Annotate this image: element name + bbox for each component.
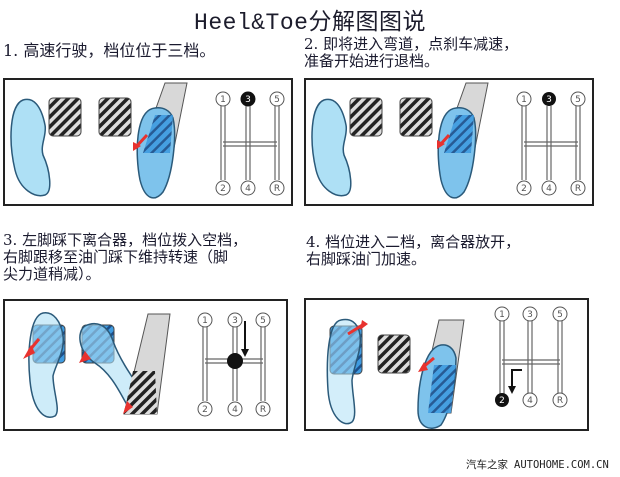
caption-line: 4. 档位进入二档，离合器放开， xyxy=(306,233,521,251)
svg-text:1: 1 xyxy=(521,95,527,105)
svg-text:R: R xyxy=(260,405,266,415)
svg-text:5: 5 xyxy=(575,95,581,105)
svg-text:5: 5 xyxy=(274,95,280,105)
caption-line: 2. 即将进入弯道，点刹车减速， xyxy=(304,35,519,53)
step-1-diagram: 1 3 5 2 4 R xyxy=(10,82,285,199)
svg-text:4: 4 xyxy=(245,184,251,194)
step-2-panel: 1 3 5 2 4 R xyxy=(304,78,594,206)
svg-text:4: 4 xyxy=(546,184,552,194)
down-arrow-icon xyxy=(508,386,516,394)
svg-text:2: 2 xyxy=(202,405,208,415)
svg-text:5: 5 xyxy=(260,316,266,326)
caption-line: 右脚踩油门加速。 xyxy=(306,250,427,268)
watermark: 汽车之家 AUTOHOME.COM.CN xyxy=(466,457,609,472)
step-3-diagram: 1 3 5 2 4 R xyxy=(23,312,271,418)
svg-text:4: 4 xyxy=(232,405,238,415)
svg-text:R: R xyxy=(575,184,581,194)
svg-text:1: 1 xyxy=(499,310,505,320)
neutral-knob xyxy=(227,353,243,369)
gear-diagram xyxy=(220,106,280,180)
svg-text:1: 1 xyxy=(220,95,226,105)
step-2-diagram: 1 3 5 2 4 R xyxy=(311,82,586,199)
svg-text:2: 2 xyxy=(220,184,226,194)
step-1-panel: 1 3 5 2 4 R xyxy=(3,78,293,206)
svg-text:3: 3 xyxy=(546,95,552,105)
svg-text:3: 3 xyxy=(527,310,533,320)
svg-text:2: 2 xyxy=(521,184,527,194)
svg-text:3: 3 xyxy=(245,95,251,105)
svg-text:2: 2 xyxy=(499,396,505,406)
watermark-cn: 汽车之家 xyxy=(466,459,508,471)
step-4-caption: 4. 档位进入二档，离合器放开， 右脚踩油门加速。 xyxy=(306,234,520,268)
caption-line: 准备开始进行退档。 xyxy=(304,52,440,70)
page-title: Heel&Toe分解图图说 xyxy=(194,10,426,36)
step-3-panel: 1 3 5 2 4 R xyxy=(3,299,288,431)
svg-text:R: R xyxy=(274,184,280,194)
svg-text:3: 3 xyxy=(232,316,238,326)
svg-text:1: 1 xyxy=(202,316,208,326)
caption-line: 右脚跟移至油门踩下维持转速（脚 xyxy=(3,248,229,266)
svg-text:R: R xyxy=(557,396,563,406)
step-2-caption: 2. 即将进入弯道，点刹车减速， 准备开始进行退档。 xyxy=(304,36,518,70)
caption-line: 尖力道稍减）。 xyxy=(3,265,101,283)
left-foot xyxy=(10,98,51,197)
step-3-caption: 3. 左脚踩下离合器，档位拨入空档， 右脚跟移至油门踩下维持转速（脚 尖力道稍减… xyxy=(3,232,247,283)
watermark-en: AUTOHOME.COM.CN xyxy=(514,459,609,471)
svg-text:4: 4 xyxy=(527,396,533,406)
brake-pedal xyxy=(98,97,132,137)
svg-text:5: 5 xyxy=(557,310,563,320)
caption-line: 3. 左脚踩下离合器，档位拨入空档， xyxy=(3,231,248,249)
down-arrow-icon xyxy=(241,349,249,357)
step-4-panel: 1 3 5 2 4 R xyxy=(304,298,589,431)
caption-line: 1. 高速行驶，档位位于三档。 xyxy=(3,41,216,60)
step-4-diagram: 1 3 5 2 4 R xyxy=(326,306,568,429)
clutch-pedal xyxy=(48,97,82,137)
step-1-caption: 1. 高速行驶，档位位于三档。 xyxy=(3,42,215,59)
